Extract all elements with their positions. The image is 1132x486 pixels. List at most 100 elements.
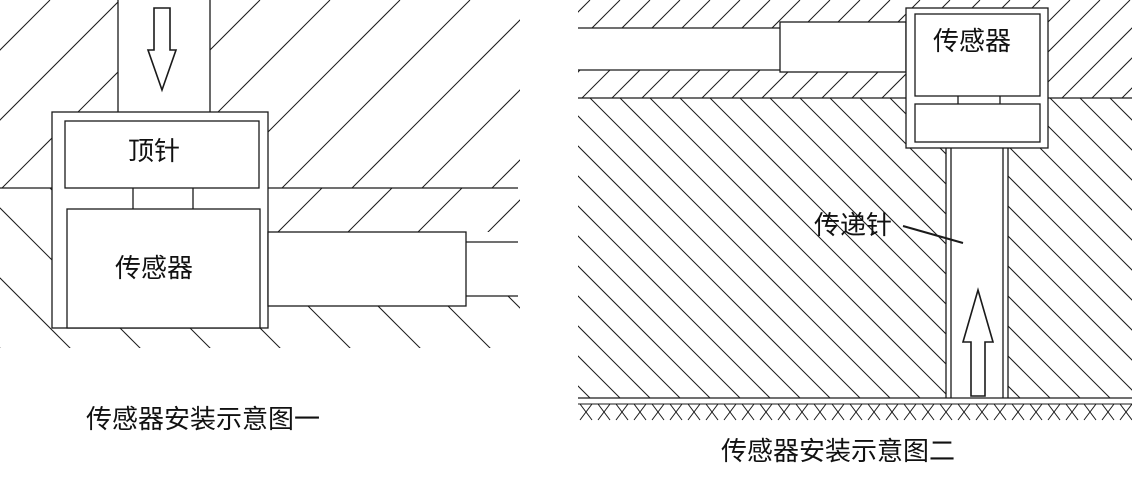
hatch-line xyxy=(550,0,750,200)
hatch-line xyxy=(550,0,750,200)
ground-hatch xyxy=(579,403,1132,421)
cable-tube xyxy=(779,21,907,73)
hatch-line xyxy=(1040,98,1132,400)
hatch-line xyxy=(799,98,946,398)
hatch-line xyxy=(1008,98,1132,398)
hatch-line xyxy=(460,0,560,100)
ground-cross-line xyxy=(813,403,827,421)
sensor-block xyxy=(914,13,1041,97)
hatch-line xyxy=(479,0,520,188)
ground-cross-line xyxy=(903,403,917,421)
ground-cross-line xyxy=(579,403,593,421)
ground-cross-line xyxy=(957,403,971,421)
hatch-line xyxy=(1070,98,1132,400)
hatch-line xyxy=(329,296,493,348)
hatch-line xyxy=(269,0,471,188)
hatch-line xyxy=(1109,98,1132,398)
diagram-2-caption: 传感器安装示意图二 xyxy=(721,437,955,467)
hatch-line xyxy=(0,207,52,261)
ejector-pin-block xyxy=(64,120,260,189)
hatch-line xyxy=(0,277,52,331)
hatch-line xyxy=(1079,98,1132,398)
hatch-line xyxy=(409,0,520,188)
hatch-line xyxy=(679,98,946,398)
hatch-line xyxy=(540,188,702,350)
up-arrow-icon xyxy=(961,287,995,397)
hatch-line xyxy=(750,188,812,250)
ground-cross-line xyxy=(777,403,791,421)
sensor-label: 传感器 xyxy=(115,254,193,284)
leader-line xyxy=(902,225,964,244)
hatch-line xyxy=(189,296,353,348)
ground-cross-line xyxy=(939,403,953,421)
hatch-line xyxy=(400,0,500,100)
hatch-line xyxy=(578,98,863,398)
ground-cross-line xyxy=(885,403,899,421)
hatch-line xyxy=(0,0,50,200)
hatch-line xyxy=(259,296,423,348)
hatch-line xyxy=(619,98,923,398)
hatch-line xyxy=(1008,98,1113,398)
hatch-line xyxy=(1008,98,1083,398)
hatch-line xyxy=(578,98,833,398)
hatch-line xyxy=(739,98,946,398)
ground-cross-line xyxy=(687,403,701,421)
diagram-1: 顶针 传感器 传感器安装示意图一 xyxy=(0,0,812,435)
hatch-line xyxy=(0,188,42,250)
hatch-line xyxy=(578,98,683,398)
ground-cross-line xyxy=(1101,403,1115,421)
hatch-line xyxy=(1008,98,1132,398)
hatch-line xyxy=(1089,0,1132,98)
hatch-line xyxy=(589,98,893,398)
hatch-line xyxy=(769,98,946,398)
ground-cross-line xyxy=(651,403,665,421)
ground-cross-line xyxy=(633,403,647,421)
hatch-line xyxy=(0,0,51,188)
ground-cross-line xyxy=(1011,403,1025,421)
hatch-line xyxy=(210,0,331,188)
hatch-line xyxy=(630,98,932,400)
hatch-line xyxy=(639,0,741,98)
hatch-line xyxy=(469,188,520,242)
ground-cross-line xyxy=(975,403,989,421)
hatch-line xyxy=(709,98,946,398)
hatch-line xyxy=(578,0,621,98)
hatch-line xyxy=(669,0,771,98)
hatch-line xyxy=(540,188,602,250)
hatch-line xyxy=(579,0,681,98)
ground-cross-line xyxy=(1119,403,1132,421)
ground-cross-line xyxy=(723,403,737,421)
ground-cross-line xyxy=(669,403,683,421)
hatch-line xyxy=(609,0,711,98)
hatch-line xyxy=(578,98,773,398)
sensor-block xyxy=(66,208,261,329)
hatch-line xyxy=(1049,98,1132,398)
hatch-line xyxy=(578,98,713,398)
hatch-line xyxy=(0,0,118,188)
hatch-line xyxy=(1008,98,1132,398)
hatch-line xyxy=(578,0,651,98)
hatch-line xyxy=(210,0,261,188)
cable-tube xyxy=(267,231,467,307)
pin-head-block xyxy=(914,103,1041,143)
hatch-line xyxy=(1019,98,1132,398)
hatch-line xyxy=(339,0,520,188)
ground-cross-line xyxy=(741,403,755,421)
ground-cross-line xyxy=(921,403,935,421)
transfer-pin-label: 传递针 xyxy=(814,211,892,241)
hatch-line xyxy=(610,188,772,350)
hatch-line xyxy=(578,0,591,98)
diagram-1-caption: 传感器安装示意图一 xyxy=(86,405,320,435)
ejector-pin-label: 顶针 xyxy=(128,137,180,167)
hatch-line xyxy=(578,98,743,398)
sensor-label: 传感器 xyxy=(933,27,1011,57)
hatch-line xyxy=(1008,98,1132,398)
ground-cross-line xyxy=(831,403,845,421)
hatch-line xyxy=(430,0,530,100)
hatch-line xyxy=(0,188,2,350)
ground-cross-line xyxy=(1065,403,1079,421)
hatch-line xyxy=(578,98,653,398)
hatch-line xyxy=(0,0,118,188)
ground-cross-line xyxy=(1047,403,1061,421)
hatch-line xyxy=(829,98,946,398)
